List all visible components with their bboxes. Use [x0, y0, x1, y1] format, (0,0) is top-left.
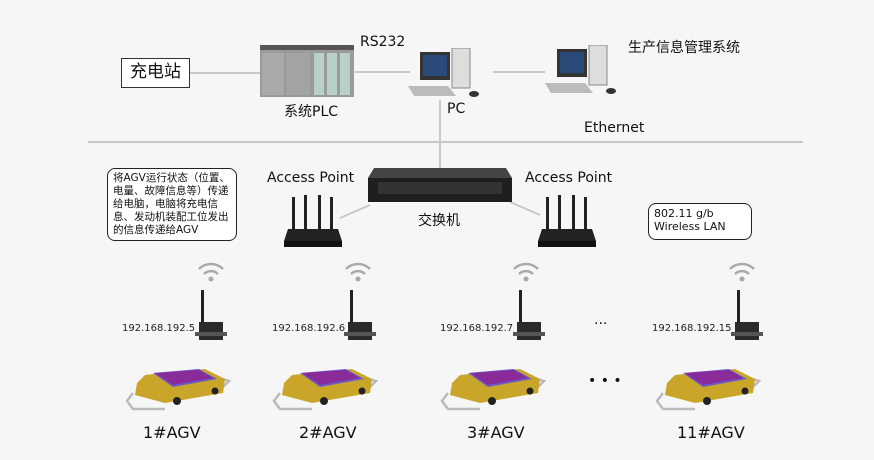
mgmt-computer-icon: [545, 45, 616, 94]
agv-vehicle-icon: [655, 369, 762, 411]
agv-ip-address: 192.168.192.7: [440, 323, 514, 334]
agv-label: 2#AGV: [299, 423, 357, 442]
link-pc-switch: [439, 100, 441, 168]
link-pc-mgmt: [493, 71, 545, 73]
agv-vehicle-icon: [440, 369, 547, 411]
agv-vehicle-icon: [125, 369, 232, 411]
agv-ip-address: 192.168.192.6: [272, 323, 346, 334]
wireless-lan-label: Wireless LAN: [654, 220, 726, 233]
ethernet-label: Ethernet: [584, 120, 645, 136]
wifi-signal-icon: [729, 262, 755, 282]
access-point-left-icon: [284, 195, 342, 247]
plc-label: 系统PLC: [284, 104, 339, 120]
wireless-standard: 802.11 g/b: [654, 207, 714, 220]
data-flow-callout: 将AGV运行状态（位置、电量、故障信息等）传递给电脑，电脑将充电信息、发动机装配…: [107, 168, 237, 241]
pc-label: PC: [447, 101, 466, 117]
wifi-signal-icon: [198, 262, 224, 282]
access-point-label-left: Access Point: [267, 170, 355, 186]
access-point-right-icon: [538, 195, 596, 247]
wifi-signal-icon: [513, 262, 539, 282]
ellipsis-small: ···: [594, 316, 608, 332]
agv-ip-address: 192.168.192.15: [652, 323, 732, 334]
access-point-label-right: Access Point: [525, 170, 613, 186]
agv-vehicle-icon: [272, 369, 379, 411]
charging-station-box: 充电站: [121, 58, 190, 88]
switch-label: 交换机: [418, 213, 460, 229]
ethernet-bus: [88, 141, 803, 143]
agv-label: 11#AGV: [677, 423, 745, 442]
agv-label: 1#AGV: [143, 423, 201, 442]
wireless-callout: 802.11 g/b Wireless LAN: [648, 203, 752, 240]
plc-device-icon: [260, 45, 354, 97]
link-plc-pc: [355, 71, 410, 73]
wireless-radio-module-icon: [195, 290, 227, 340]
mgmt-system-label: 生产信息管理系统: [628, 40, 740, 56]
pc-computer-icon: [408, 48, 479, 97]
link-station-plc: [190, 72, 260, 74]
agv-ip-address: 192.168.192.5: [122, 323, 196, 334]
wireless-radio-module-icon: [731, 290, 763, 340]
wifi-signal-icon: [345, 262, 371, 282]
network-switch-icon: [368, 168, 512, 202]
rs232-label: RS232: [360, 34, 406, 50]
ellipsis-large: • • •: [588, 373, 622, 389]
wireless-radio-module-icon: [513, 290, 545, 340]
agv-label: 3#AGV: [467, 423, 525, 442]
wireless-radio-module-icon: [344, 290, 376, 340]
